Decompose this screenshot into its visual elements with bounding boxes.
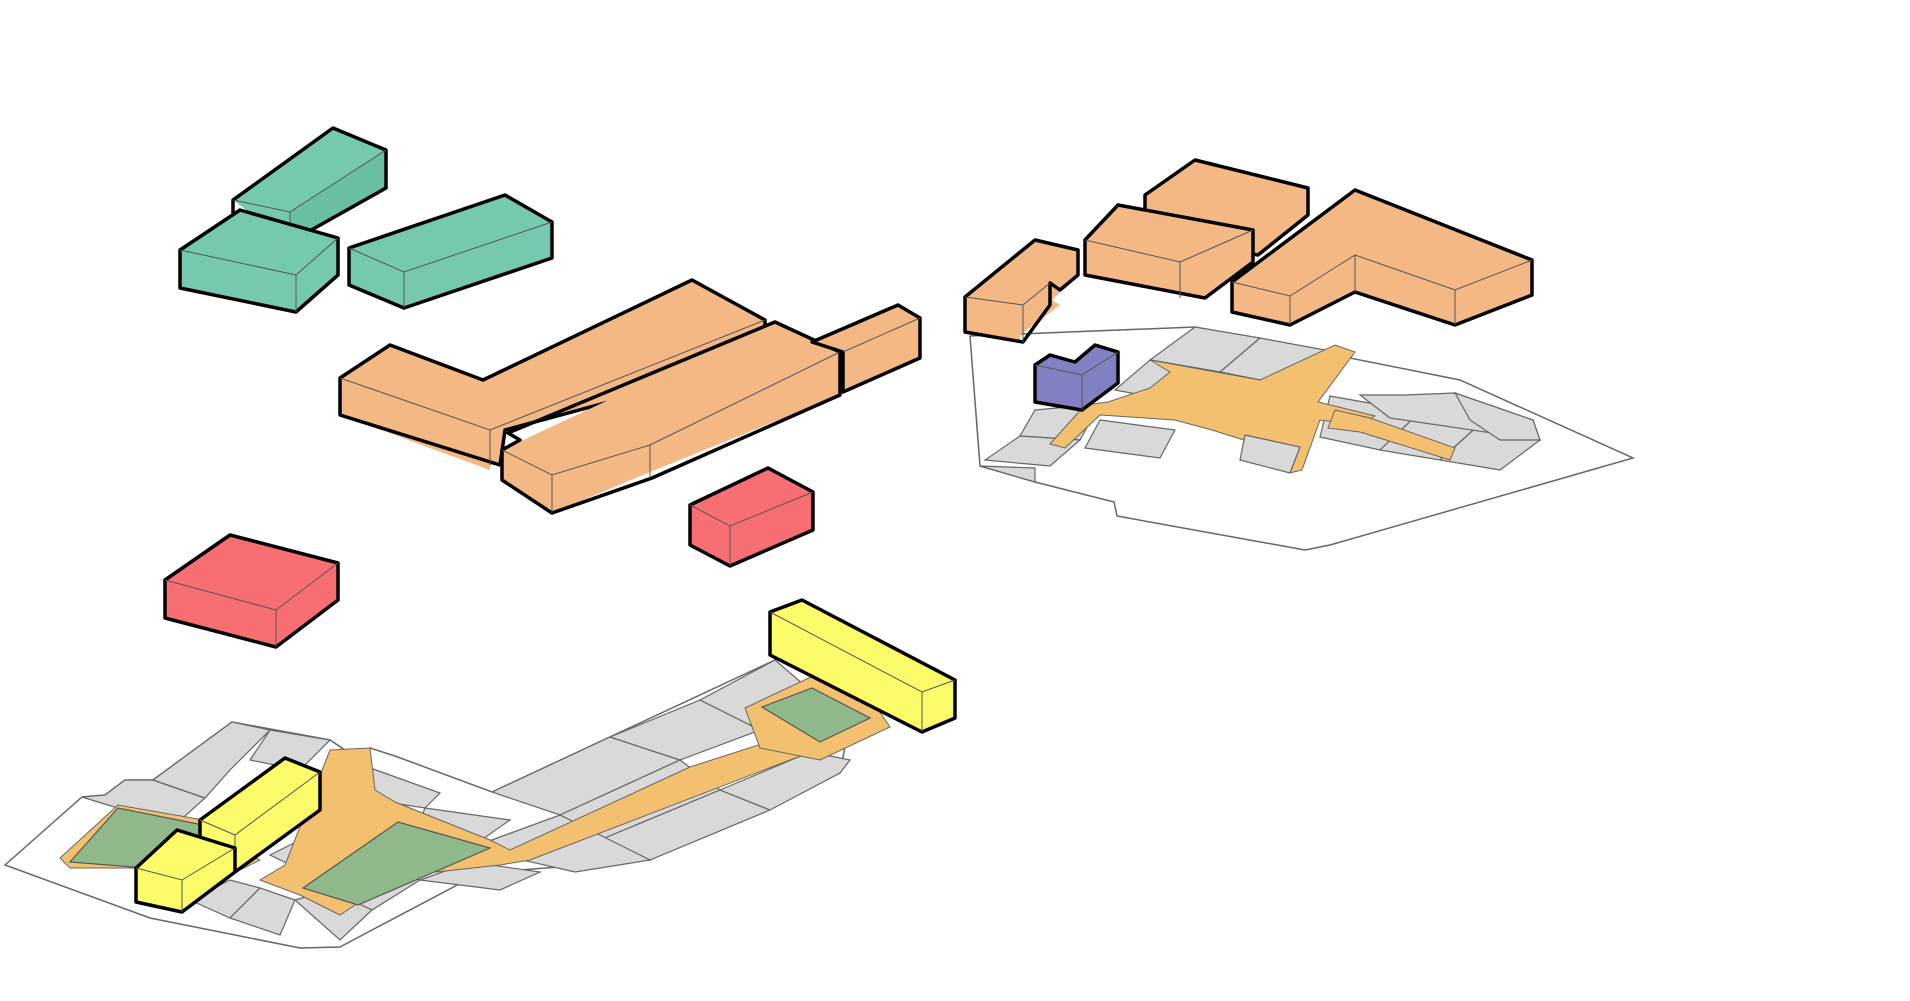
orange-building-ne-middle <box>1083 203 1255 300</box>
site-plan-east <box>969 326 1636 551</box>
teal-building-east <box>347 193 554 310</box>
orange-building-ne-l-shape <box>1230 188 1534 327</box>
lawn-south-east <box>760 687 872 743</box>
purple-building <box>1033 343 1120 412</box>
orange-building-annex <box>810 303 922 394</box>
walkway-east-branch <box>1327 409 1456 461</box>
yellow-building-east <box>768 598 957 734</box>
red-building-west <box>163 533 340 649</box>
lawn-south-central <box>301 821 492 906</box>
red-building-center <box>688 466 815 568</box>
orange-building-long <box>500 320 842 515</box>
yellow-building-west-short <box>134 828 237 914</box>
orange-building-ne-small <box>963 238 1080 344</box>
teal-building-front <box>178 208 340 314</box>
